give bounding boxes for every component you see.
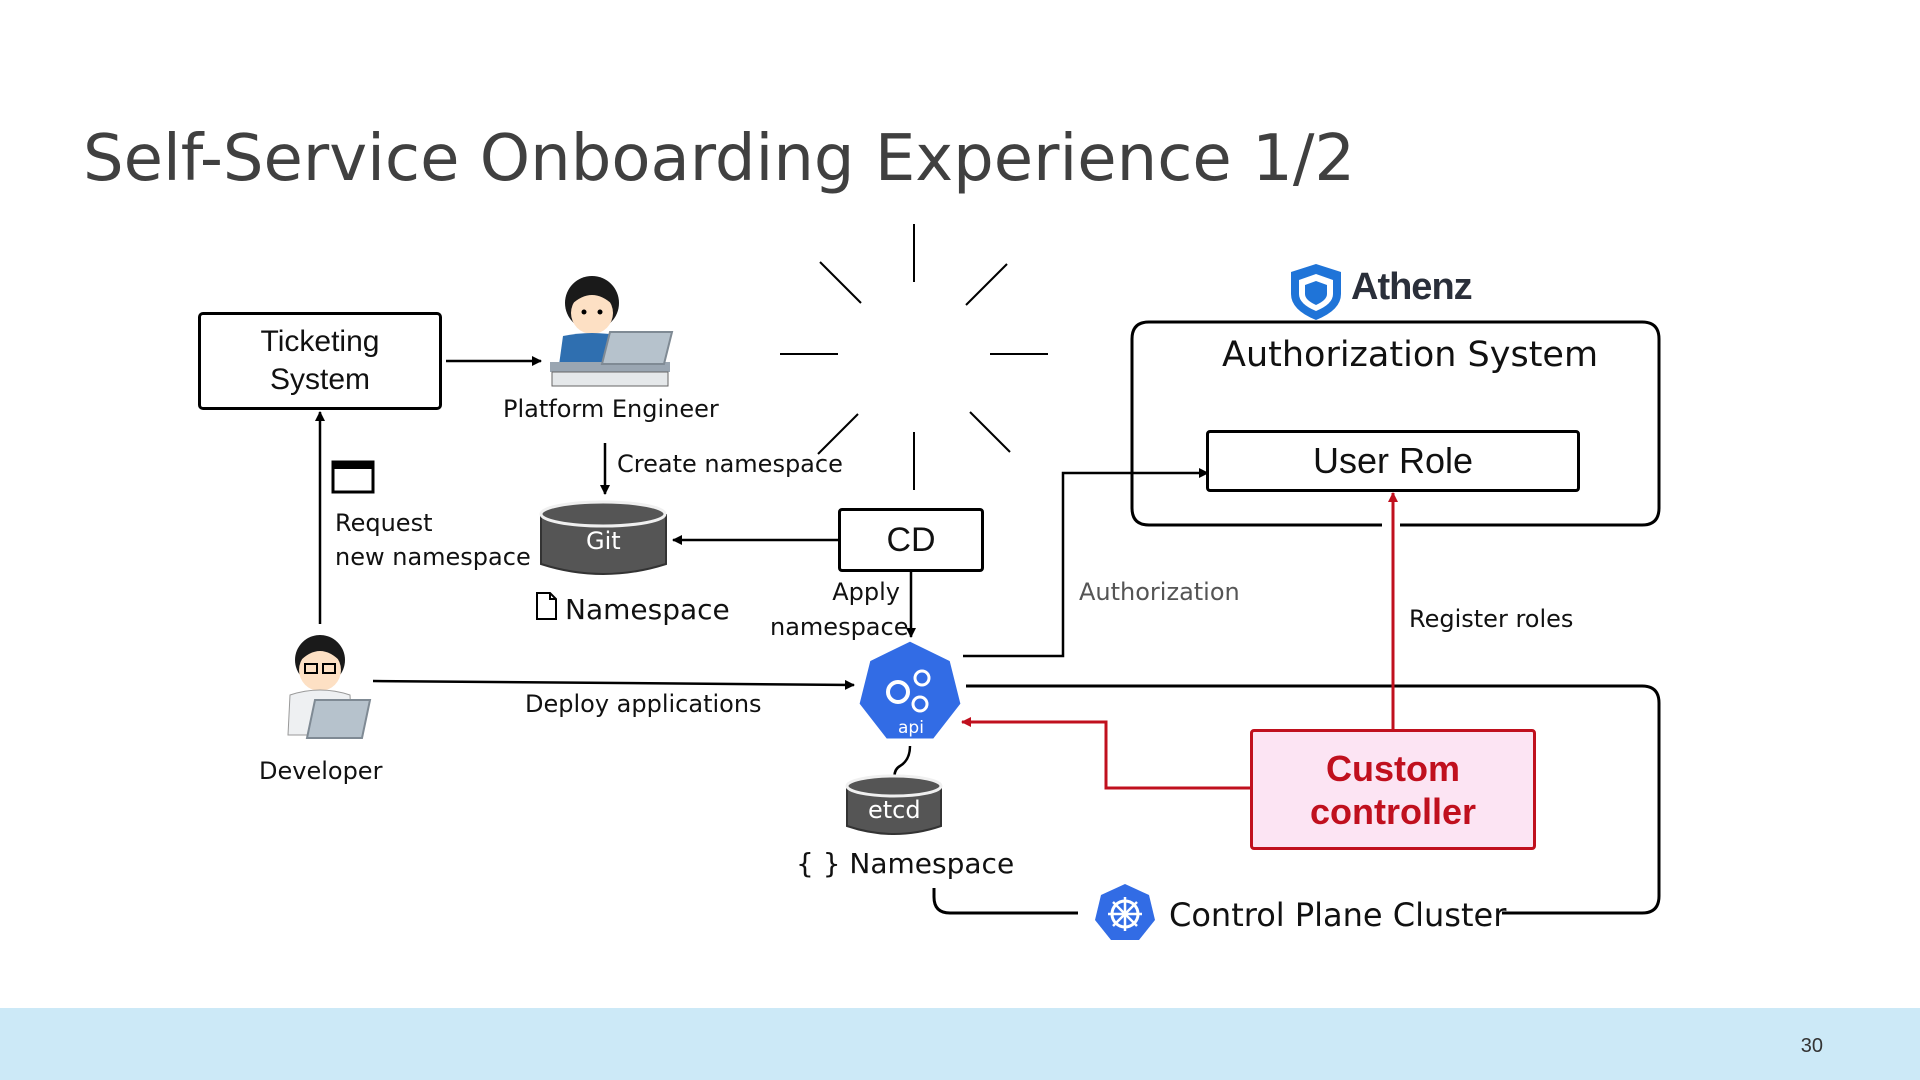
controller-to-api-arrow [961, 717, 1252, 790]
git-label: Git [586, 527, 621, 555]
ticketing-system-box: Ticketing System [198, 312, 442, 410]
browser-window-icon [331, 460, 375, 494]
user-role-label: User Role [1312, 440, 1474, 481]
kubernetes-api-icon [856, 638, 964, 742]
etcd-label: etcd [868, 796, 921, 824]
slide-title: Self-Service Onboarding Experience 1/2 [83, 122, 1356, 196]
control-plane-cluster-label: Control Plane Cluster [1169, 896, 1507, 934]
authorization-arrow [963, 468, 1209, 658]
page-number: 30 [1800, 1035, 1823, 1057]
git-namespace-label: Namespace [565, 593, 730, 626]
deploy-applications-arrow [372, 679, 855, 690]
etcd-namespace-label: { } Namespace [796, 847, 1015, 880]
athenz-logo-text: Athenz [1351, 266, 1473, 308]
api-label: api [898, 718, 924, 738]
authorization-system-frame [1130, 320, 1661, 527]
athenz-shield-icon [1291, 264, 1341, 320]
document-icon [536, 592, 557, 620]
developer-label: Developer [259, 757, 383, 785]
cd-box: CD [838, 508, 984, 572]
request-namespace-label: Request new namespace [335, 509, 531, 571]
custom-controller-label: Custom controller [1309, 747, 1477, 832]
control-plane-cluster-frame [932, 684, 1661, 915]
footer-bar [0, 1008, 1920, 1080]
etcd-cylinder [845, 774, 943, 835]
create-namespace-label: Create namespace [617, 450, 843, 478]
authorization-label: Authorization [1079, 578, 1240, 606]
cd-label: CD [886, 520, 936, 559]
register-roles-label: Register roles [1409, 605, 1574, 633]
platform-engineer-figure [550, 276, 674, 387]
custom-controller-box: Custom controller [1250, 729, 1536, 850]
authorization-system-label: Authorization System [1222, 335, 1599, 375]
ticketing-system-label: Ticketing System [260, 325, 380, 396]
user-role-box: User Role [1206, 430, 1580, 492]
burst-icon [780, 224, 1048, 490]
developer-figure [287, 635, 372, 739]
platform-engineer-label: Platform Engineer [503, 395, 719, 423]
git-cylinder [539, 500, 667, 575]
kubernetes-helm-icon [1095, 884, 1155, 940]
deploy-applications-label: Deploy applications [525, 690, 762, 718]
apply-namespace-label: Apply namespace [770, 578, 909, 641]
